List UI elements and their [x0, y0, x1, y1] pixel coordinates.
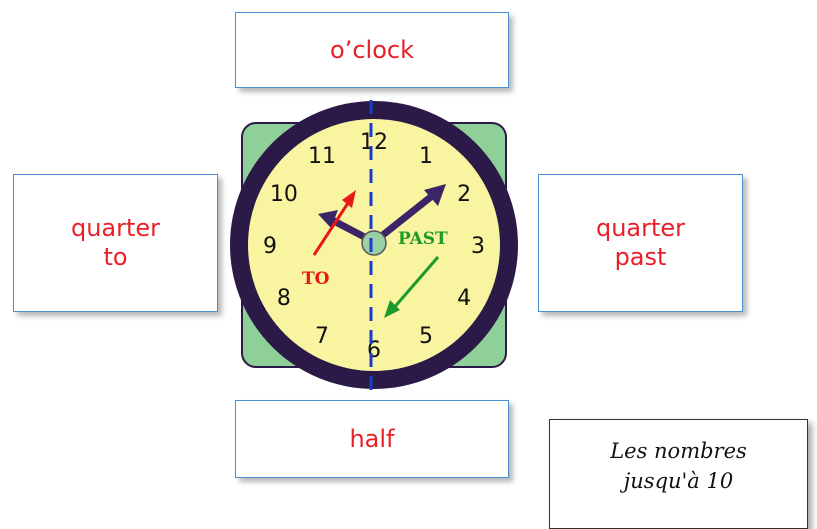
clock-number-4: 4: [457, 286, 471, 311]
clock-number-12: 12: [360, 130, 388, 155]
link-line1: Les nombres: [610, 436, 747, 466]
link-les-nombres[interactable]: Les nombres jusqu'à 10: [549, 419, 808, 529]
clock-number-9: 9: [263, 234, 277, 259]
clock-number-7: 7: [315, 324, 329, 349]
link-line2: jusqu'à 10: [624, 466, 733, 496]
clock-number-5: 5: [419, 324, 433, 349]
clock-number-1: 1: [419, 144, 433, 169]
clock-number-10: 10: [270, 182, 298, 207]
clock-number-2: 2: [457, 182, 471, 207]
clock-number-6: 6: [367, 338, 381, 363]
clock-center: [362, 231, 386, 255]
clock-number-11: 11: [308, 144, 336, 169]
to-label: TO: [302, 269, 330, 289]
clock-number-8: 8: [277, 286, 291, 311]
clock-number-3: 3: [471, 234, 485, 259]
past-label: PAST: [398, 229, 448, 249]
